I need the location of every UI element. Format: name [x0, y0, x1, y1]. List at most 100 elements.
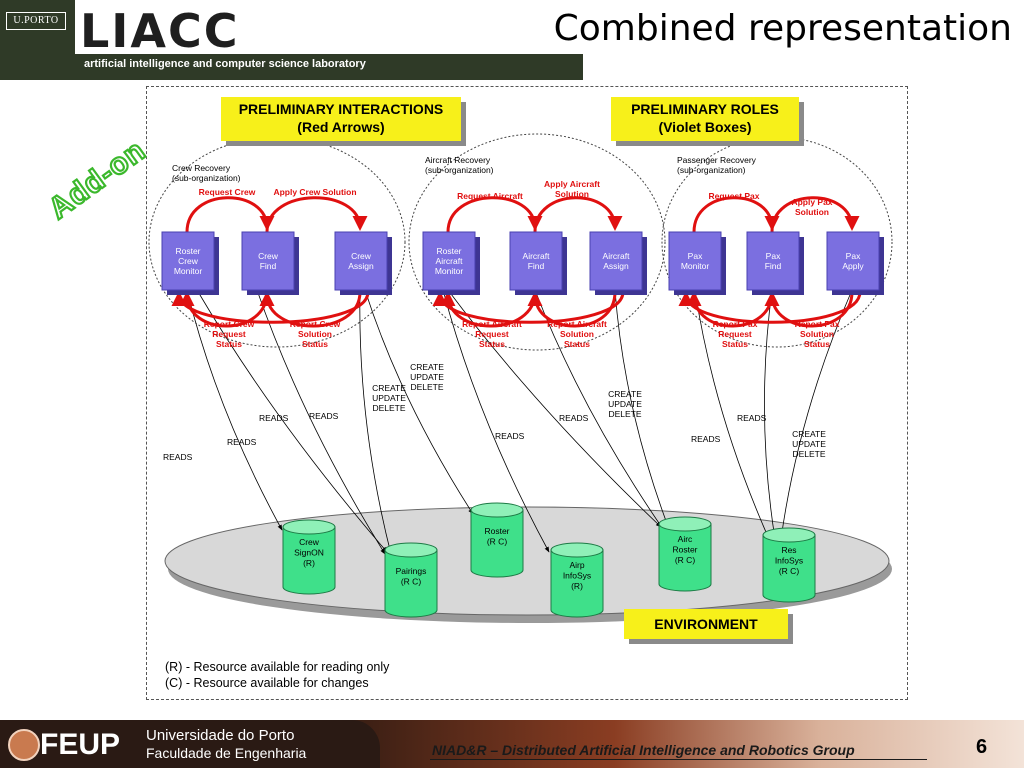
role-box — [826, 231, 880, 291]
red-arrow-apply-top — [770, 196, 860, 233]
resource-cylinder-top — [470, 502, 524, 518]
reads-label: READS — [309, 411, 339, 421]
add-on-label: Add-on — [42, 133, 153, 227]
legend: (R) - Resource available for reading onl… — [165, 660, 390, 690]
access-line — [779, 289, 853, 540]
faculty-name: Faculdade de Engenharia — [146, 745, 307, 761]
callout-roles — [611, 97, 799, 141]
access-line — [186, 289, 283, 531]
resource-cylinder-top — [384, 542, 438, 558]
org-title: Passenger Recovery(sub-organization) — [677, 155, 757, 175]
header-strip — [75, 54, 583, 80]
group-underline — [430, 759, 927, 760]
access-line — [447, 289, 662, 528]
porto-badge: U.PORTO — [6, 12, 66, 30]
access-line — [614, 289, 670, 530]
resource-cylinder-top — [550, 542, 604, 558]
role-box — [161, 231, 215, 291]
role-box — [509, 231, 563, 291]
diagram-frame: PRELIMINARY INTERACTIONS(Red Arrows) PREL… — [146, 86, 908, 700]
callout-interactions-text: PRELIMINARY INTERACTIONS(Red Arrows) — [239, 101, 444, 135]
org-title: Crew Recovery(sub-organization) — [172, 163, 241, 183]
red-arrow-apply-top — [265, 196, 368, 233]
role-box — [334, 231, 388, 291]
interaction-label: Request Aircraft — [457, 191, 523, 201]
reads-label: READS — [559, 413, 589, 423]
resource-cylinder — [384, 549, 438, 618]
reads-label: READS — [227, 437, 257, 447]
reads-label: READS — [259, 413, 289, 423]
interaction-label: Request Crew — [199, 187, 256, 197]
diagram-canvas: PRELIMINARY INTERACTIONS(Red Arrows) PREL… — [148, 97, 893, 690]
red-arrow-report-solution — [764, 291, 854, 328]
access-line — [256, 289, 386, 555]
red-arrow-request-top — [446, 196, 543, 233]
resource-cylinder-top — [658, 516, 712, 532]
access-line — [694, 289, 770, 540]
access-line — [364, 289, 474, 515]
interaction-label: Apply Crew Solution — [273, 187, 356, 197]
resource-label: Roster(R C) — [484, 526, 509, 547]
red-arrow-request-top — [185, 196, 275, 233]
reads-label: READS — [691, 434, 721, 444]
feup-logo: FEUP — [40, 728, 121, 761]
callout-environment-text: ENVIRONMENT — [654, 616, 758, 632]
callout-environment — [624, 609, 788, 639]
access-line — [442, 289, 550, 553]
red-arrow-report-long — [171, 291, 370, 324]
resource-cylinder-top — [282, 519, 336, 535]
group-name: NIAD&R – Distributed Artificial Intellig… — [432, 742, 855, 758]
liacc-logo: LIACC — [80, 4, 240, 58]
add-on-text: Add-on — [43, 134, 152, 226]
resource-cylinder — [550, 549, 604, 618]
resource-cylinder — [282, 526, 336, 595]
header-dark-block — [0, 0, 75, 80]
role-box — [746, 231, 800, 291]
role-box — [241, 231, 295, 291]
red-arrow-request-top — [692, 196, 780, 233]
reads-label: READS — [737, 413, 767, 423]
red-arrow-report-long — [678, 291, 862, 324]
resource-cylinder — [470, 509, 524, 578]
red-arrow-report-long — [432, 291, 625, 324]
footer-left-panel — [0, 720, 380, 768]
callout-interactions — [221, 97, 461, 141]
slide-title: Combined representation — [553, 8, 1012, 49]
access-line — [359, 289, 392, 555]
red-arrow-report-solution — [527, 291, 617, 328]
role-box — [668, 231, 722, 291]
resource-cylinder — [762, 534, 816, 603]
red-arrow-apply-top — [533, 196, 623, 233]
role-box — [589, 231, 643, 291]
logo-subtitle: artificial intelligence and computer sci… — [84, 58, 366, 70]
resource-cylinder-top — [762, 527, 816, 543]
callout-roles-text: PRELIMINARY ROLES(Violet Boxes) — [631, 101, 779, 135]
org-title: Aircraft Recovery(sub-organization) — [425, 155, 494, 175]
reads-label: READS — [163, 452, 193, 462]
university-name: Universidade do Porto — [146, 727, 295, 744]
role-box — [422, 231, 476, 291]
resource-label: Pairings(R C) — [396, 566, 427, 587]
org-boundary-2 — [661, 136, 893, 348]
